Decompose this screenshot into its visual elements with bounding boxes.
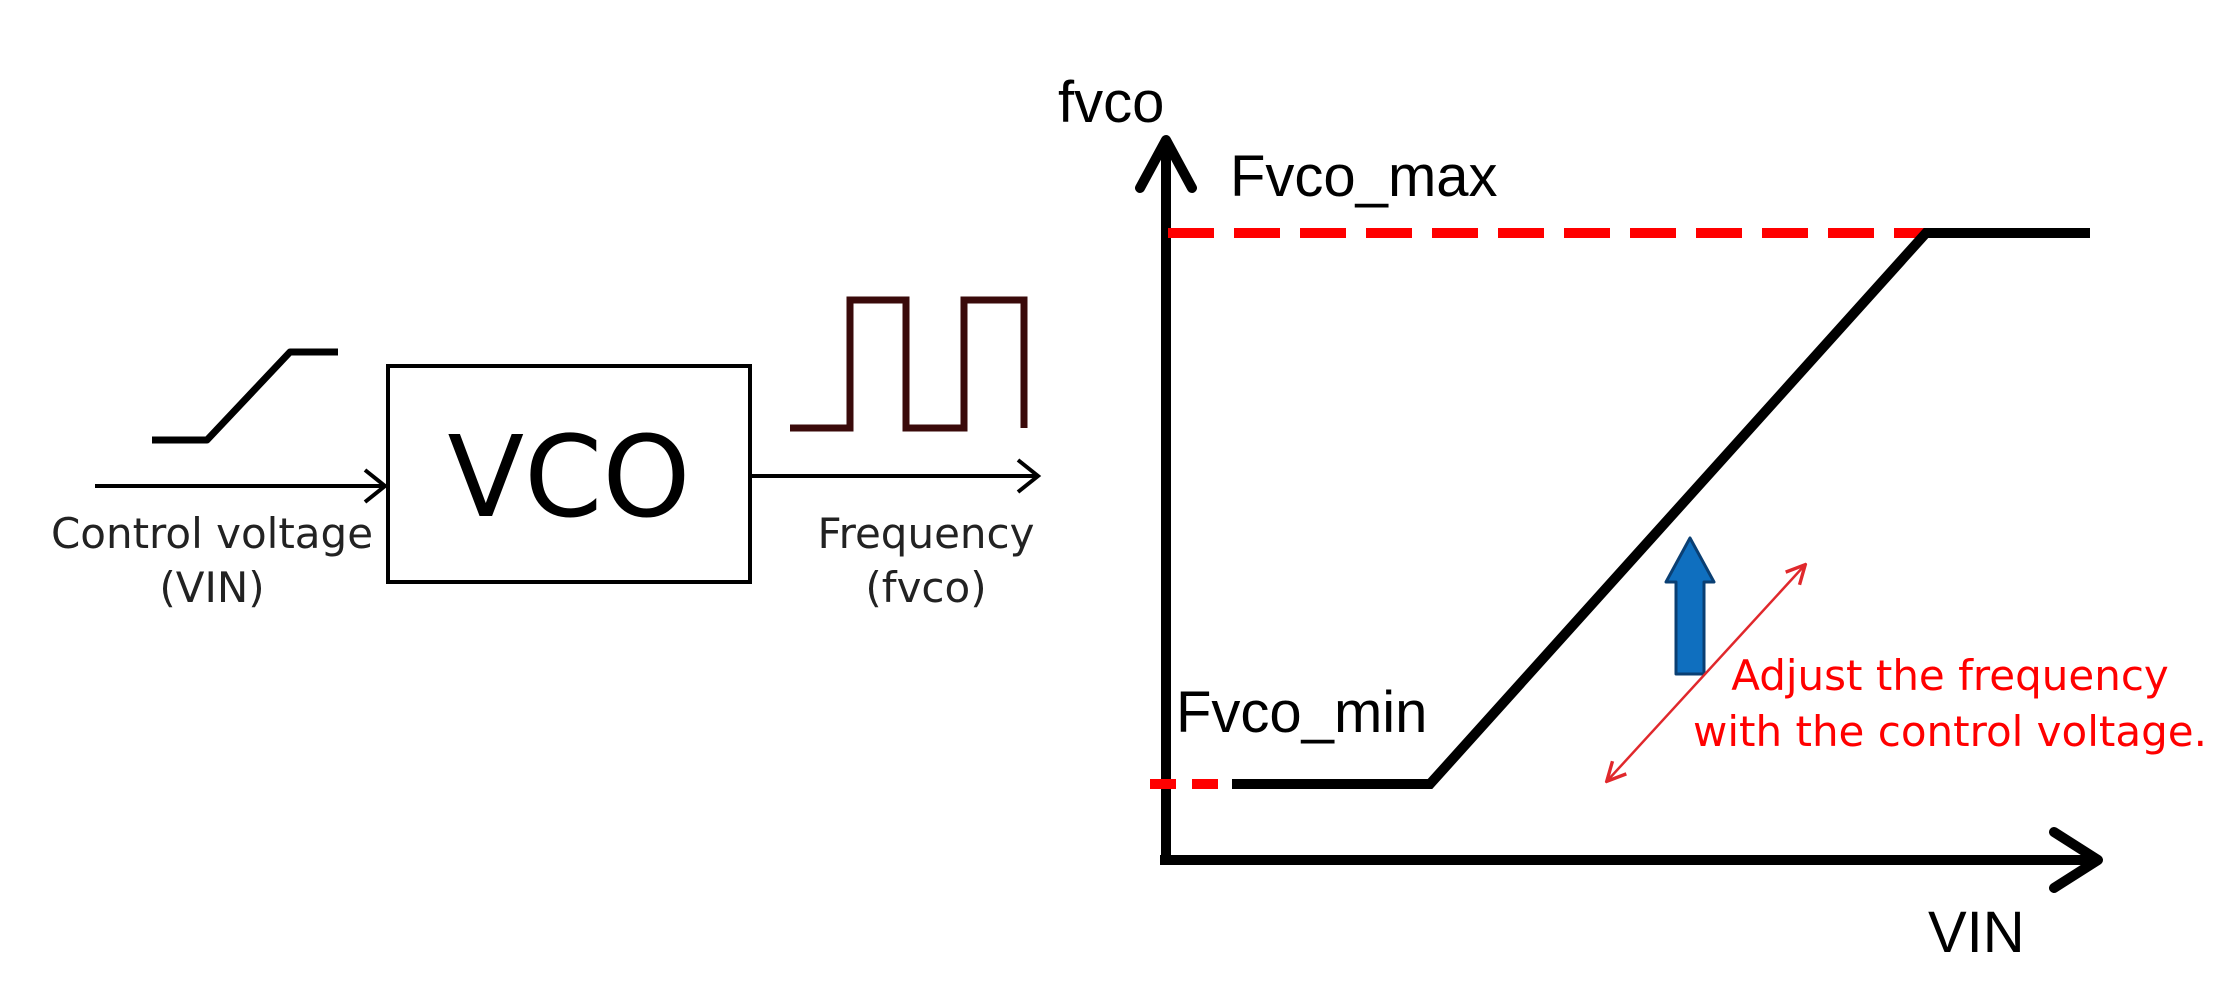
- input-ramp-waveform: [152, 348, 338, 444]
- output-arrow: [750, 458, 1042, 494]
- frequency-up-arrow: [1664, 536, 1716, 676]
- adjust-range-arrow: [1608, 566, 1804, 780]
- fvco-min-label: Fvco_min: [1176, 680, 1427, 745]
- annotation-line1: Adjust the frequency: [1731, 651, 2169, 700]
- input-arrow: [95, 468, 389, 504]
- fvco-max-label: Fvco_max: [1230, 144, 1498, 209]
- annotation-line2: with the control voltage.: [1693, 707, 2207, 756]
- x-axis-label: VIN: [1928, 900, 2025, 965]
- vco-block-title: VCO: [448, 413, 691, 543]
- graph-axes: [1135, 135, 2103, 893]
- vco-transfer-curve: [1232, 228, 2090, 789]
- output-label-line2: (fvco): [865, 563, 986, 612]
- y-axis-label: fvco: [1058, 70, 1164, 135]
- input-label-line2: (VIN): [159, 563, 264, 612]
- input-label-line1: Control voltage: [51, 509, 373, 558]
- output-label-line1: Frequency: [818, 509, 1035, 558]
- output-square-waveform: [790, 296, 1028, 432]
